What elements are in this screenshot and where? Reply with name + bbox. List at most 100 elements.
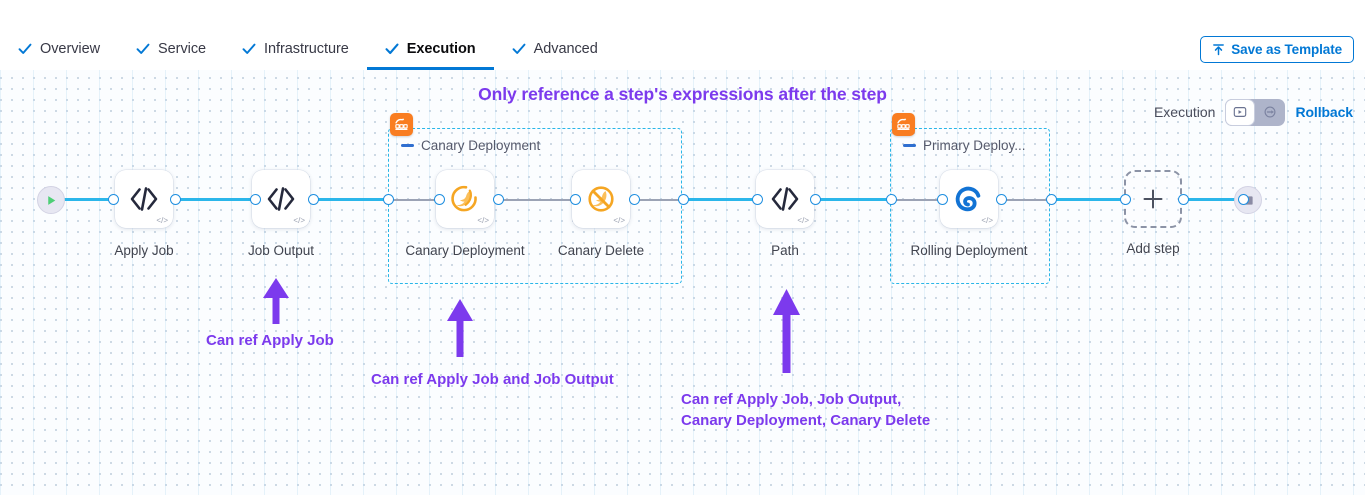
execution-label: Execution	[1153, 104, 1216, 120]
start-node[interactable]	[37, 186, 65, 214]
port[interactable]	[996, 194, 1007, 205]
collapse-dash-icon[interactable]	[401, 144, 414, 147]
connector-start-applyjob	[62, 198, 118, 201]
code-icon	[771, 187, 799, 211]
step-node-path[interactable]: </>	[756, 170, 814, 228]
step-label-job-output: Job Output	[247, 243, 315, 258]
port[interactable]	[308, 194, 319, 205]
port[interactable]	[629, 194, 640, 205]
code-tag-label: </>	[613, 216, 625, 225]
port[interactable]	[810, 194, 821, 205]
check-icon	[136, 42, 150, 56]
port[interactable]	[1046, 194, 1057, 205]
tab-label: Service	[158, 41, 207, 57]
step-node-canary-delete[interactable]: </>	[572, 170, 630, 228]
step-node-canary-deployment[interactable]: </>	[436, 170, 494, 228]
connector-primarygroup-addstep	[1048, 198, 1128, 201]
connector-path-primarygroup	[812, 198, 894, 201]
step-group-icon[interactable]	[892, 113, 915, 136]
plus-icon	[1143, 189, 1163, 209]
upload-icon	[1212, 43, 1225, 56]
check-icon	[385, 42, 399, 56]
play-icon	[47, 195, 55, 205]
port[interactable]	[886, 194, 897, 205]
tab-advanced[interactable]: Advanced	[494, 28, 616, 70]
step-group-canary-deployment[interactable]: Canary Deployment	[388, 128, 682, 284]
step-label-path: Path	[771, 243, 799, 258]
code-tag-label: </>	[797, 216, 809, 225]
page-headline: Only reference a step's expressions afte…	[478, 84, 887, 104]
port[interactable]	[752, 194, 763, 205]
connector-joboutput-canarygroup	[310, 198, 390, 201]
add-step-button[interactable]	[1124, 170, 1182, 228]
tab-label: Overview	[40, 41, 101, 57]
annotation-text-canary-deployment: Can ref Apply Job and Job Output	[371, 371, 614, 388]
step-group-title: Primary Deploy...	[903, 138, 1026, 153]
step-node-job-output[interactable]: </>	[252, 170, 310, 228]
tab-overview[interactable]: Overview	[0, 28, 118, 70]
canary-deploy-icon	[451, 185, 477, 212]
check-icon	[242, 42, 256, 56]
step-label-rolling-deployment: Rolling Deployment	[910, 243, 1028, 258]
annotation-arrow-canary-deployment	[447, 299, 473, 357]
tab-label: Execution	[406, 41, 476, 57]
step-group-title: Canary Deployment	[401, 138, 540, 153]
port[interactable]	[108, 194, 119, 205]
save-as-template-label: Save as Template	[1231, 42, 1342, 57]
step-label-canary-deployment: Canary Deployment	[405, 243, 525, 258]
tab-label: Infrastructure	[264, 41, 349, 57]
check-icon	[512, 42, 526, 56]
annotation-text-path: Can ref Apply Job, Job Output, Canary De…	[681, 391, 931, 429]
port[interactable]	[1238, 194, 1249, 205]
port[interactable]	[1178, 194, 1189, 205]
annotation-arrow-path	[773, 289, 800, 373]
port[interactable]	[493, 194, 504, 205]
execution-rollback-toggle[interactable]	[1225, 98, 1286, 126]
step-node-apply-job[interactable]: </>	[115, 170, 173, 228]
code-tag-label: </>	[477, 216, 489, 225]
port[interactable]	[383, 194, 394, 205]
connector-canarygroup-path	[680, 198, 760, 201]
port[interactable]	[678, 194, 689, 205]
port[interactable]	[570, 194, 581, 205]
tab-strip: Overview Service Infrastructure	[0, 28, 616, 70]
rollback-mode-icon[interactable]	[1255, 99, 1285, 126]
tab-infrastructure[interactable]: Infrastructure	[224, 28, 367, 70]
code-tag-label: </>	[156, 216, 168, 225]
connector-primary-entry	[890, 199, 942, 201]
step-group-label: Primary Deploy...	[923, 138, 1026, 153]
save-as-template-button[interactable]: Save as Template	[1200, 36, 1354, 63]
canary-delete-icon	[588, 186, 614, 212]
connector-addstep-end	[1180, 198, 1242, 201]
execution-mode-icon[interactable]	[1225, 98, 1256, 126]
add-step-label: Add step	[1126, 241, 1180, 256]
collapse-dash-icon[interactable]	[903, 144, 916, 147]
connector-primary-exit	[998, 199, 1050, 201]
rollback-link[interactable]: Rollback	[1295, 104, 1353, 120]
connector-canary-exit	[630, 199, 682, 201]
port[interactable]	[1120, 194, 1131, 205]
step-group-icon[interactable]	[390, 113, 413, 136]
port[interactable]	[250, 194, 261, 205]
step-group-primary-deployment[interactable]: Primary Deploy...	[890, 128, 1050, 284]
port[interactable]	[937, 194, 948, 205]
tab-execution[interactable]: Execution	[366, 28, 494, 70]
rolling-deploy-icon	[955, 186, 981, 212]
step-node-rolling-deployment[interactable]: </>	[940, 170, 998, 228]
connector-applyjob-joboutput	[172, 198, 256, 201]
code-icon	[267, 187, 295, 211]
step-group-label: Canary Deployment	[421, 138, 541, 153]
step-label-canary-delete: Canary Delete	[557, 243, 645, 258]
tab-label: Advanced	[533, 41, 598, 57]
port[interactable]	[170, 194, 181, 205]
execution-mode-control: Execution Rollback	[1154, 97, 1353, 127]
tab-service[interactable]: Service	[118, 28, 224, 70]
step-label-apply-job: Apply Job	[114, 243, 174, 258]
port[interactable]	[434, 194, 445, 205]
code-icon	[130, 187, 158, 211]
connector-canary-between	[494, 199, 578, 201]
connector-canary-entry	[390, 199, 442, 201]
top-bar: Overview Service Infrastructure	[0, 0, 1365, 70]
